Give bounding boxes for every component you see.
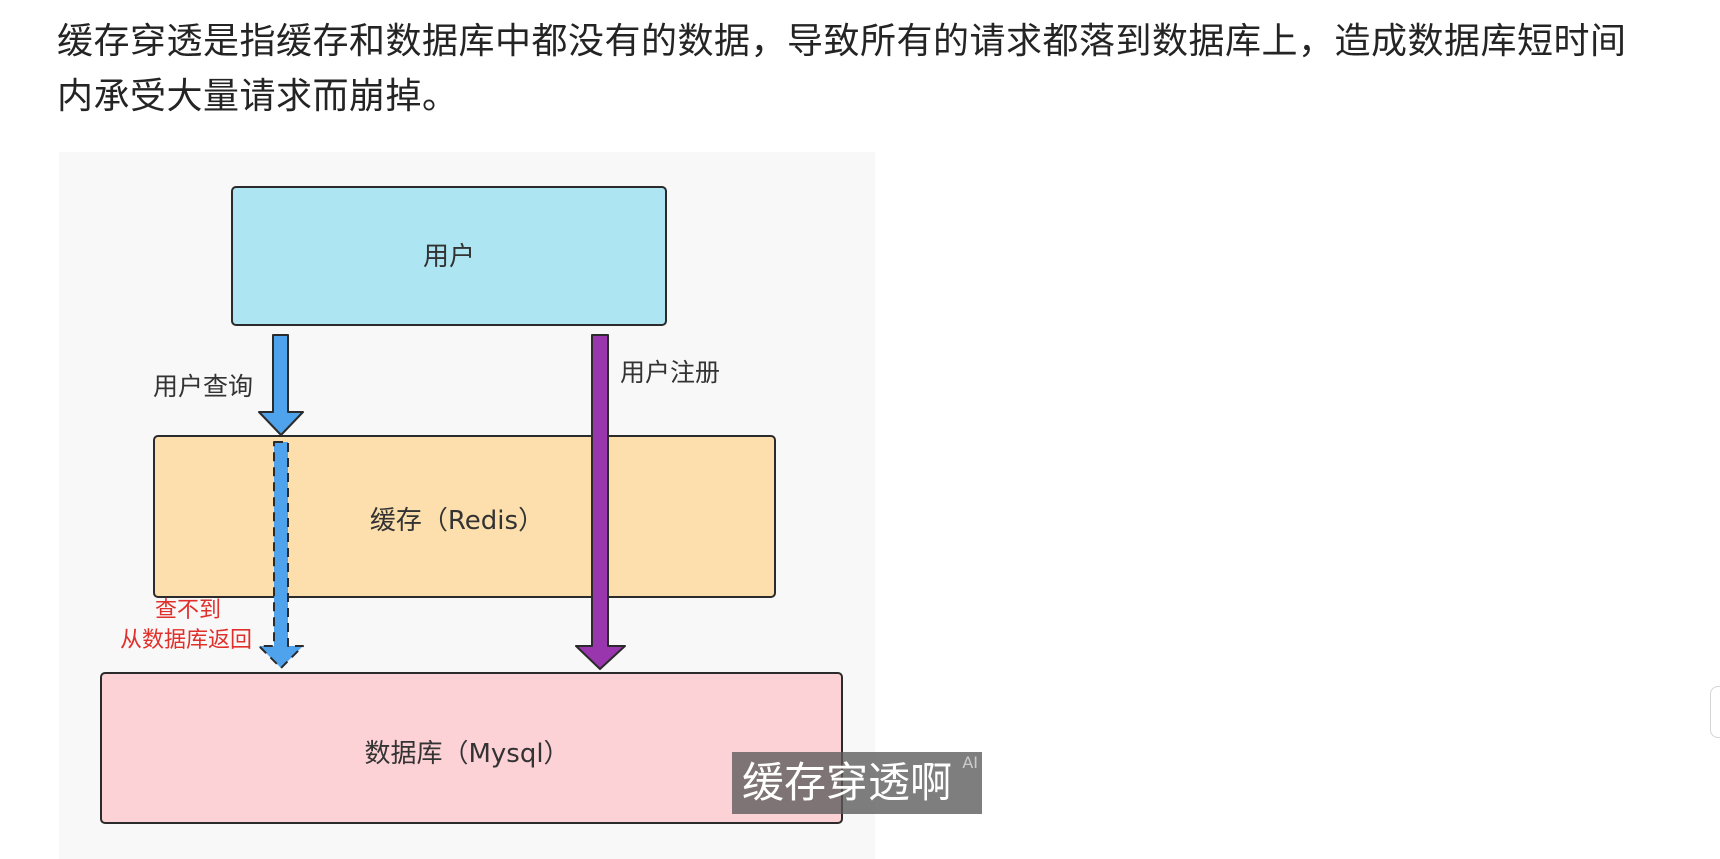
ai-badge: AI	[962, 753, 979, 772]
miss-arrow-shape	[258, 441, 304, 669]
cache-node-box	[153, 435, 776, 598]
miss-label-line2: 从数据库返回	[120, 628, 252, 653]
query-arrow	[258, 334, 304, 436]
register-arrow	[575, 334, 626, 670]
side-panel-handle[interactable]	[1710, 686, 1720, 738]
subtitle-text: 缓存穿透啊	[742, 758, 953, 807]
database-node: 数据库（Mysql）	[100, 672, 843, 824]
cache-node-label: 缓存（Redis）	[370, 506, 544, 536]
database-node-label: 数据库（Mysql）	[364, 739, 569, 769]
register-arrow-shape	[575, 334, 626, 670]
database-node-box	[100, 672, 843, 824]
miss-arrow	[258, 441, 304, 669]
miss-label-line1: 查不到	[155, 598, 221, 623]
cache-node: 缓存（Redis）	[153, 435, 776, 598]
register-arrow-label: 用户注册	[620, 358, 720, 387]
user-node-box	[231, 186, 667, 326]
user-node-label: 用户	[423, 242, 475, 272]
flow-diagram: 用户 缓存（Redis） 数据库（Mysql） 用户查询 查不到 从数据库返回 …	[59, 152, 875, 859]
subtitle-caption: 缓存穿透啊 AI	[732, 752, 983, 814]
query-arrow-label: 用户查询	[153, 372, 253, 401]
diagram-canvas: 用户 缓存（Redis） 数据库（Mysql） 用户查询 查不到 从数据库返回 …	[100, 186, 843, 824]
intro-paragraph: 缓存穿透是指缓存和数据库中都没有的数据，导致所有的请求都落到数据库上，造成数据库…	[57, 21, 1627, 117]
query-arrow-shape	[258, 334, 304, 436]
user-node: 用户	[231, 186, 667, 326]
